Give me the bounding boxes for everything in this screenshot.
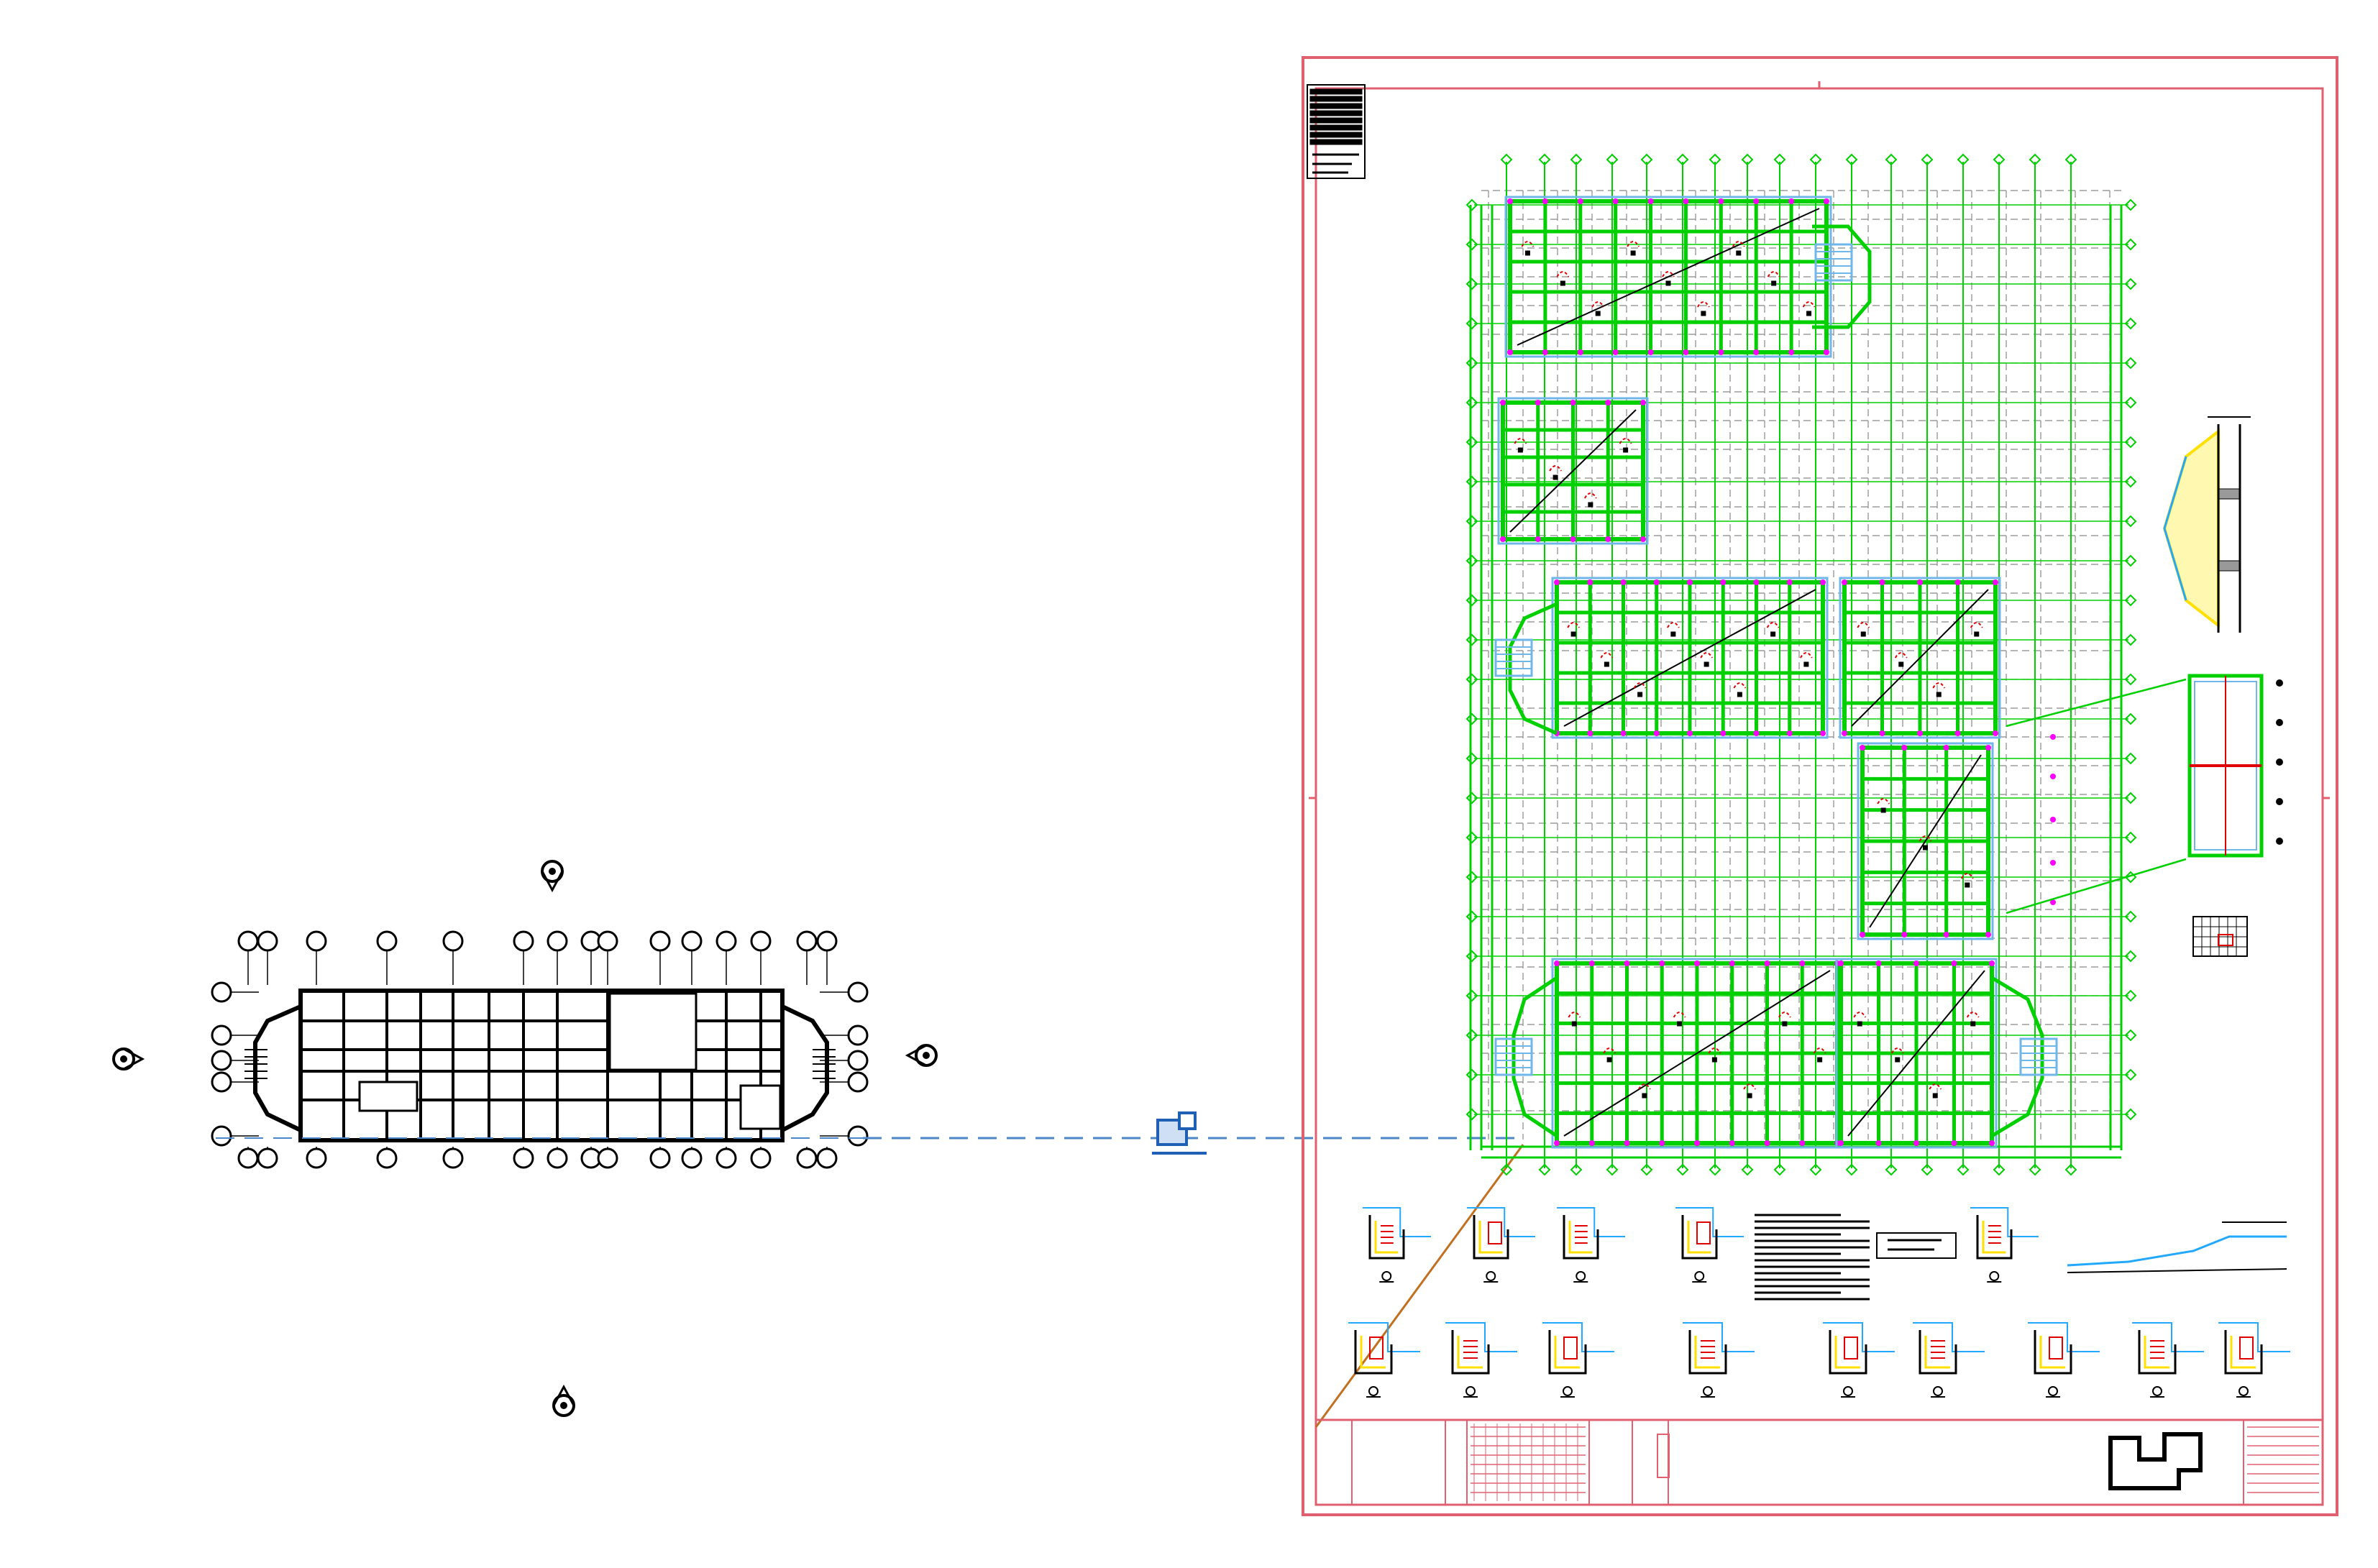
side-detail-views[interactable] xyxy=(2162,416,2283,957)
sheet-legend-block xyxy=(1307,84,1366,179)
grid-bubble xyxy=(597,930,618,952)
building-wing xyxy=(1497,397,1649,545)
key-plan-detail xyxy=(2192,916,2248,957)
grid-bubble xyxy=(306,930,327,952)
grid-bubble xyxy=(847,1050,869,1071)
section-detail-rows[interactable] xyxy=(1348,1207,2290,1398)
grid-bubble xyxy=(306,1147,327,1169)
grid-bubble xyxy=(681,930,703,952)
south-elevation-marker[interactable] xyxy=(552,1384,575,1417)
section-detail xyxy=(1363,1207,1431,1283)
building-wing xyxy=(1839,577,2001,739)
grid-bubble xyxy=(237,930,259,952)
viewport-link-icon[interactable] xyxy=(1152,1111,1207,1155)
grid-bubble xyxy=(376,930,398,952)
grid-bubble xyxy=(750,930,772,952)
grid-bubble xyxy=(649,930,671,952)
grid-bubble xyxy=(816,930,838,952)
grid-bubble xyxy=(715,930,737,952)
grid-bubble xyxy=(513,1147,534,1169)
grid-bubble xyxy=(847,1024,869,1046)
section-detail xyxy=(2218,1322,2290,1398)
grid-bubble xyxy=(237,1147,259,1169)
grid-bubble xyxy=(442,930,464,952)
grid-bubble xyxy=(211,1050,232,1071)
grid-bubble xyxy=(547,930,568,952)
grid-bubble xyxy=(597,1147,618,1169)
top-wing-end xyxy=(1812,224,1872,329)
long-profile-detail xyxy=(2067,1221,2287,1273)
grid-bubble xyxy=(442,1147,464,1169)
sheet-outer-border xyxy=(1302,56,2338,1516)
grid-bubble xyxy=(847,1071,869,1093)
section-detail xyxy=(1445,1322,1517,1398)
section-detail xyxy=(2132,1322,2204,1398)
section-detail xyxy=(1557,1207,1625,1283)
east-elevation-marker[interactable] xyxy=(905,1044,938,1067)
section-detail xyxy=(1683,1322,1755,1398)
grid-bubble xyxy=(376,1147,398,1169)
section-detail xyxy=(1823,1322,1895,1398)
grid-bubble xyxy=(796,1147,818,1169)
grid-bubble xyxy=(513,930,534,952)
grid-bubble xyxy=(649,1147,671,1169)
building-wing xyxy=(1857,742,1994,940)
section-detail xyxy=(1913,1322,1985,1398)
grid-bubble xyxy=(750,1147,772,1169)
grid-bubble xyxy=(257,930,278,952)
drawing-sheet[interactable] xyxy=(1302,56,2338,1516)
sheet-title-block xyxy=(1316,1418,2323,1505)
company-logo xyxy=(2108,1432,2203,1490)
section-detail xyxy=(1675,1207,1744,1283)
grid-bubble xyxy=(847,981,869,1003)
stair-section-detail xyxy=(2162,416,2251,633)
grid-bubble xyxy=(257,1147,278,1169)
building-wing xyxy=(1835,958,1998,1149)
section-detail xyxy=(1467,1207,1535,1283)
grid-bubble xyxy=(211,1024,232,1046)
left-floor-plan-view[interactable] xyxy=(211,930,869,1169)
bottom-wing-right-end xyxy=(1990,976,2044,1138)
bottom-wing-left-end xyxy=(1512,976,1558,1138)
grid-bubble xyxy=(211,981,232,1003)
grid-bubble xyxy=(547,1147,568,1169)
grid-bubble xyxy=(796,930,818,952)
general-notes-block xyxy=(1755,1214,1957,1301)
grid-bubble xyxy=(715,1147,737,1169)
beam-layout-detail xyxy=(2187,674,2283,858)
grid-bubble xyxy=(681,1147,703,1169)
detail-leader-line xyxy=(1314,1144,1524,1428)
grid-bubble xyxy=(211,1125,232,1147)
north-elevation-marker[interactable] xyxy=(541,860,564,893)
section-detail xyxy=(1970,1207,2039,1283)
building-wing xyxy=(1504,196,1832,358)
building-wing xyxy=(1551,958,1843,1149)
grid-bubble xyxy=(816,1147,838,1169)
section-detail xyxy=(2028,1322,2100,1398)
grid-bubble xyxy=(211,1071,232,1093)
structural-foundation-plan[interactable] xyxy=(1465,153,2187,1176)
grid-bubble xyxy=(847,1125,869,1147)
section-detail xyxy=(1348,1322,1420,1398)
building-wing xyxy=(1551,577,1829,739)
section-detail xyxy=(1542,1322,1614,1398)
west-elevation-marker[interactable] xyxy=(112,1047,145,1070)
